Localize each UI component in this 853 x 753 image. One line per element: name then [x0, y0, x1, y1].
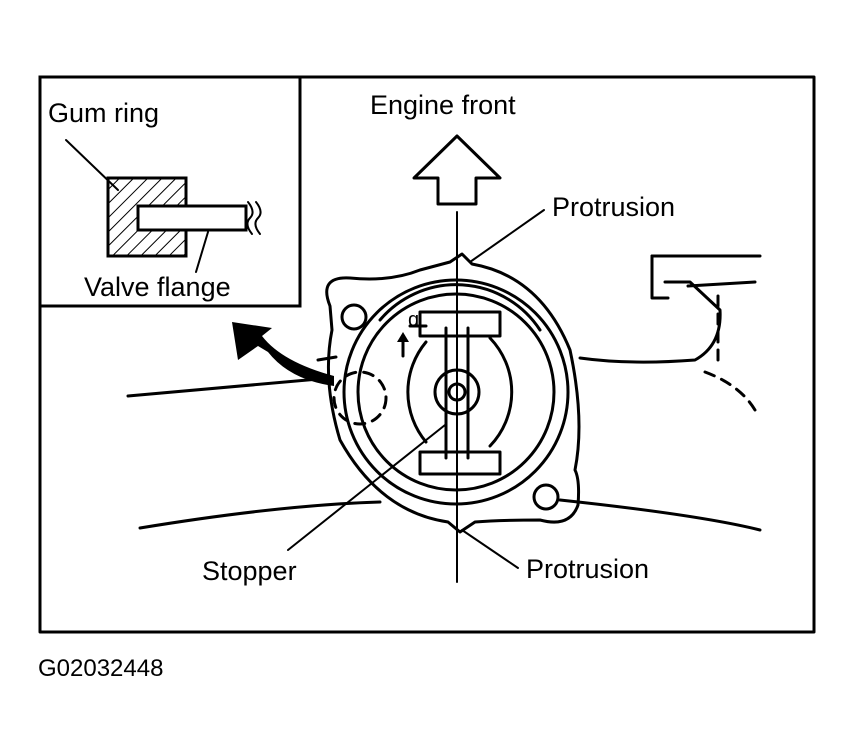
stopper-leader	[287, 424, 446, 551]
protrusion-top-label: Protrusion	[552, 192, 675, 222]
gum-ring-label: Gum ring	[48, 98, 159, 128]
stopper-label: Stopper	[202, 556, 297, 586]
detail-callout-circle	[332, 370, 388, 426]
svg-text:ɑ: ɑ	[408, 309, 419, 331]
engine-outline	[126, 254, 762, 532]
gum-ring-detail	[65, 139, 262, 273]
figure-code: G02032448	[38, 655, 163, 682]
valve-flange-label: Valve flange	[84, 272, 231, 302]
protrusion-top-leader	[469, 209, 545, 263]
protrusion-bottom-label: Protrusion	[526, 554, 649, 584]
engine-front-label: Engine front	[370, 90, 516, 120]
diagram-frame	[38, 75, 816, 634]
engine-front-arrow-icon	[412, 134, 502, 206]
protrusion-bottom-leader	[461, 529, 519, 569]
curved-arrow-icon	[232, 322, 334, 386]
